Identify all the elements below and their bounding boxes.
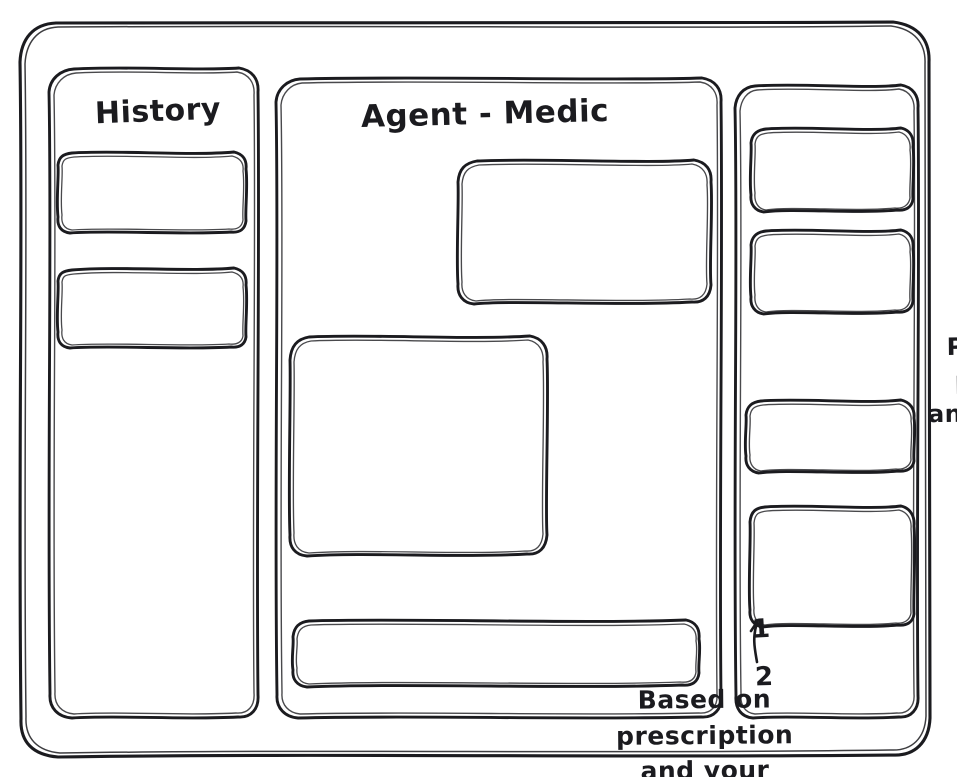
doc-source-item-1[interactable]: 1 (751, 613, 772, 645)
history-item-2-outline (55, 266, 249, 350)
params-button[interactable]: params (745, 400, 915, 474)
doc-source-connector-arrow (749, 620, 765, 664)
page-title: Agent - Medic (360, 92, 610, 136)
window-frame (18, 20, 932, 759)
user-message-bubble: Pls check the prescription and recommend (456, 160, 957, 429)
user-message-bubble-outline (455, 158, 714, 306)
llm-button-outline (748, 126, 916, 214)
tools-panel-outline (733, 83, 921, 720)
params-button-outline (743, 398, 917, 475)
agent-panel-outline (274, 76, 724, 720)
history-item-2[interactable] (58, 268, 246, 350)
doc-source-item-2[interactable]: 2 (754, 661, 775, 693)
doc-source-box[interactable]: Doc source (749, 506, 915, 628)
llm-button[interactable]: LLM (750, 128, 914, 213)
chat-input[interactable] (291, 620, 701, 687)
history-panel-title: History (94, 91, 222, 132)
ocr-button[interactable]: OCR (750, 230, 914, 315)
ocr-button-outline (748, 228, 916, 316)
history-panel-outline (47, 66, 261, 720)
history-item-1-outline (55, 150, 249, 235)
user-message-text: Pls check the prescription and recommend (927, 332, 957, 429)
assistant-message-bubble: Based on prescription and your health, y… (288, 336, 793, 777)
doc-source-box-outline (747, 504, 917, 629)
assistant-message-bubble-outline (287, 334, 550, 558)
history-item-1[interactable] (58, 152, 246, 234)
chat-input-outline (290, 618, 702, 689)
